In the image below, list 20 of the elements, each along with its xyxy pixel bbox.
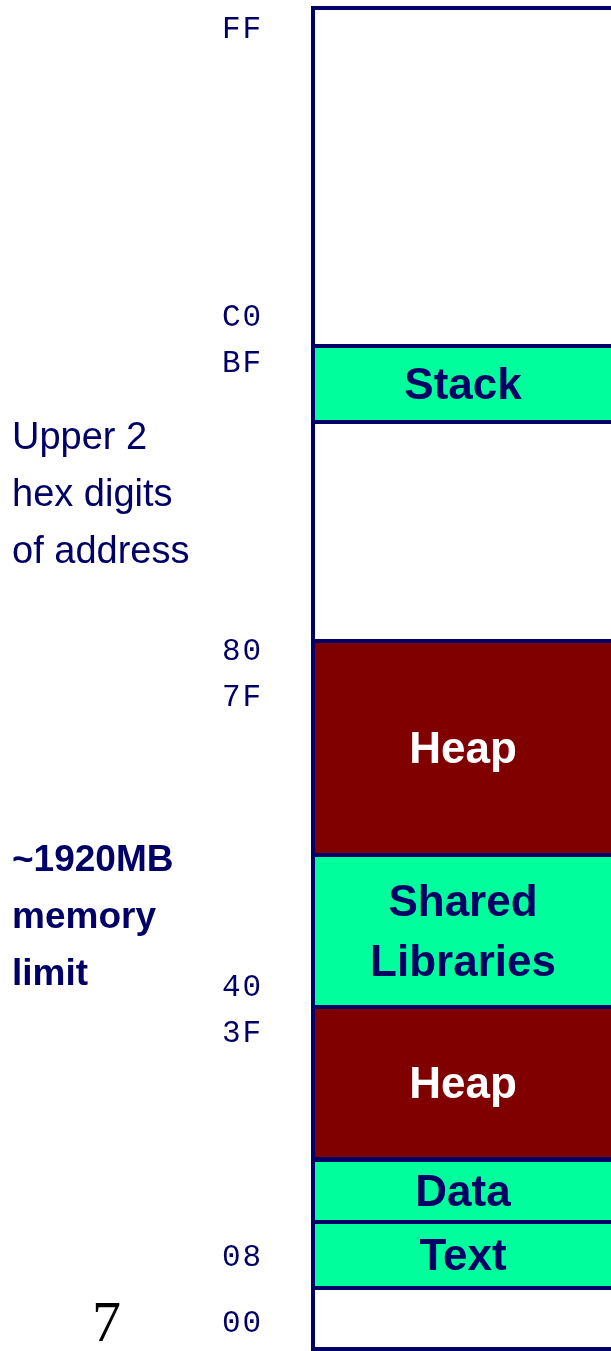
address-label: 08: [222, 1240, 264, 1276]
segment-label: Text: [418, 1229, 508, 1281]
segment-label: Stack: [403, 358, 523, 410]
address-label: BF: [222, 346, 264, 382]
memory-segment: [315, 344, 611, 424]
address-label: 7F: [222, 680, 264, 716]
note-text: Upper 2 hex digits of address: [12, 414, 190, 573]
note-text: ~1920MB memory limit: [12, 837, 175, 995]
address-label: 00: [222, 1306, 264, 1342]
segment-label: Data: [414, 1165, 512, 1217]
page-number: 7: [92, 1292, 121, 1351]
segment-label: Heap: [408, 722, 518, 774]
memory-map-box: [311, 6, 611, 1351]
address-label: 80: [222, 634, 264, 670]
address-label: 3F: [222, 1016, 264, 1052]
address-label: FF: [222, 12, 264, 48]
address-label: 40: [222, 970, 264, 1006]
segment-label: Shared Libraries: [369, 875, 557, 987]
address-label: C0: [222, 300, 264, 336]
segment-label: Heap: [408, 1057, 518, 1109]
